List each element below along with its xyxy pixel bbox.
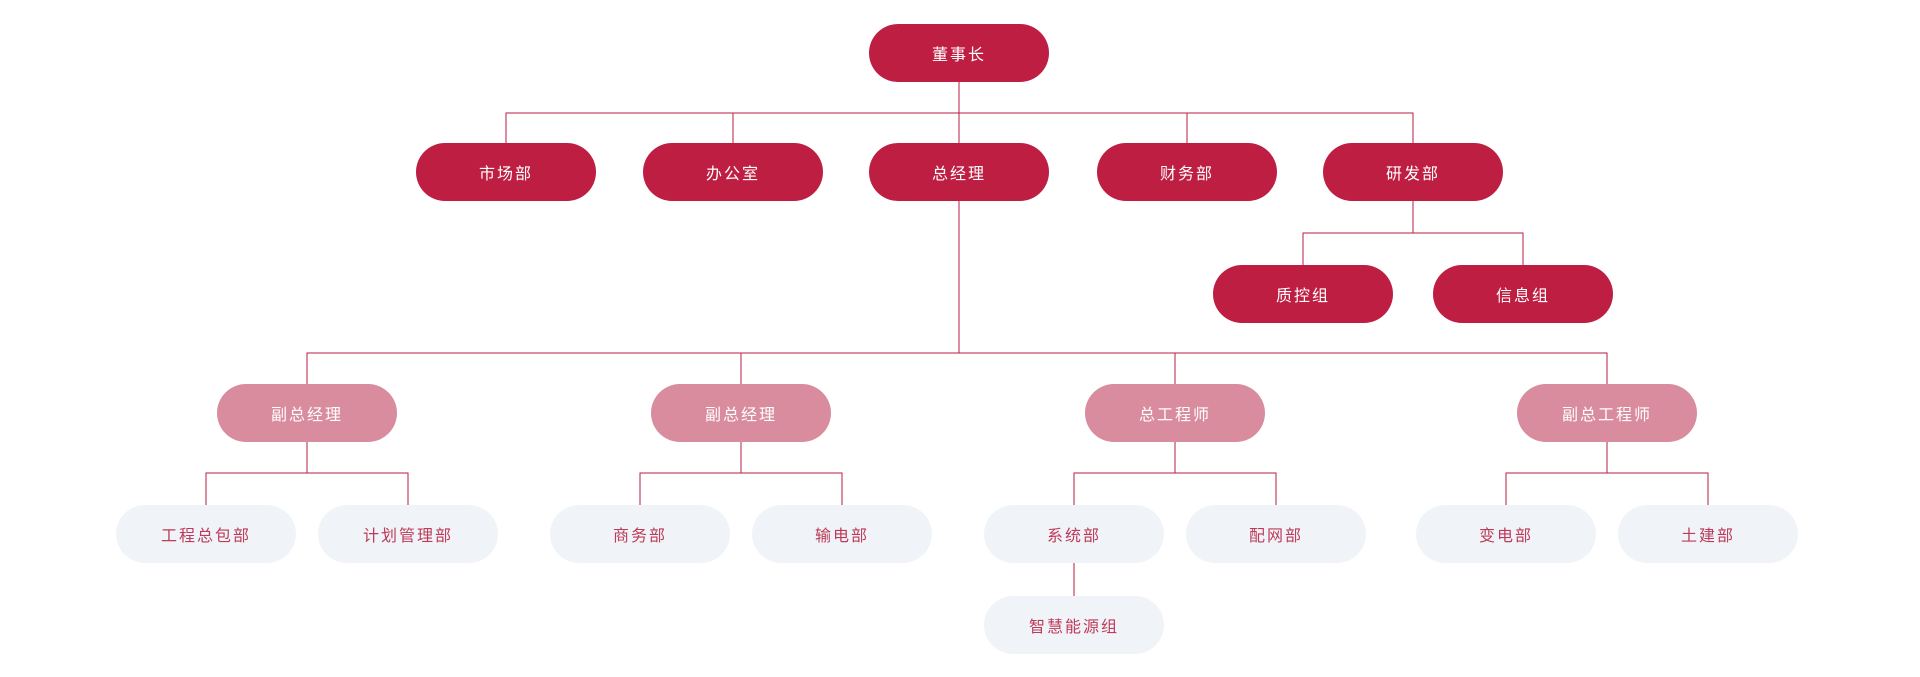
connector-fuzongjingli2-to-shangwubu xyxy=(639,442,742,505)
org-node-tujianbu[interactable]: 土建部 xyxy=(1618,505,1798,563)
org-node-zhihuinengyuanzu[interactable]: 智慧能源组 xyxy=(984,596,1164,654)
org-node-shichangbu[interactable]: 市场部 xyxy=(416,143,596,201)
connector-fuzonggongchengshi-to-biandianbu xyxy=(1505,442,1608,505)
connector-zonggongchengshi-to-xitongbu xyxy=(1073,442,1176,505)
org-node-zhikongzu[interactable]: 质控组 xyxy=(1213,265,1393,323)
org-node-fuzonggongchengshi[interactable]: 副总工程师 xyxy=(1517,384,1697,442)
org-node-shudianbu[interactable]: 输电部 xyxy=(752,505,932,563)
org-node-xitongbu[interactable]: 系统部 xyxy=(984,505,1164,563)
org-node-gongchengzongbaobu[interactable]: 工程总包部 xyxy=(116,505,296,563)
connector-dongshizhang-to-bangongshi xyxy=(732,82,960,143)
org-node-label: 智慧能源组 xyxy=(1028,617,1119,636)
org-node-fuzongjingli2[interactable]: 副总经理 xyxy=(651,384,831,442)
org-node-label: 副总经理 xyxy=(704,405,777,424)
org-node-label: 配网部 xyxy=(1248,526,1303,545)
org-node-dongshizhang[interactable]: 董事长 xyxy=(869,24,1049,82)
org-node-label: 系统部 xyxy=(1046,526,1101,545)
org-node-label: 副总经理 xyxy=(270,405,343,424)
org-node-shangwubu[interactable]: 商务部 xyxy=(550,505,730,563)
org-node-label: 办公室 xyxy=(705,164,760,183)
org-node-biandianbu[interactable]: 变电部 xyxy=(1416,505,1596,563)
connector-fuzonggongchengshi-to-tujianbu xyxy=(1606,442,1709,505)
org-node-label: 变电部 xyxy=(1478,526,1533,545)
connector-fuzongjingli1-to-jihuaguanlibu xyxy=(306,442,409,505)
org-node-label: 财务部 xyxy=(1159,164,1214,183)
org-node-label: 输电部 xyxy=(814,526,869,545)
org-node-yanfabu[interactable]: 研发部 xyxy=(1323,143,1503,201)
connector-yanfabu-to-zhikongzu xyxy=(1302,201,1414,265)
org-node-xinxizu[interactable]: 信息组 xyxy=(1433,265,1613,323)
org-node-label: 总经理 xyxy=(931,164,986,183)
connector-yanfabu-to-xinxizu xyxy=(1412,201,1524,265)
org-node-label: 土建部 xyxy=(1680,526,1735,545)
connector-zongjingli-to-fuzongjingli2 xyxy=(740,201,960,384)
org-node-peiwangbu[interactable]: 配网部 xyxy=(1186,505,1366,563)
org-node-jihuaguanlibu[interactable]: 计划管理部 xyxy=(318,505,498,563)
connector-dongshizhang-to-caiwubu xyxy=(958,82,1188,143)
connector-dongshizhang-to-shichangbu xyxy=(505,82,960,143)
org-node-label: 总工程师 xyxy=(1138,405,1211,424)
org-node-label: 研发部 xyxy=(1385,164,1440,183)
org-node-label: 计划管理部 xyxy=(362,526,453,545)
connector-dongshizhang-to-yanfabu xyxy=(958,82,1414,143)
connector-zonggongchengshi-to-peiwangbu xyxy=(1174,442,1277,505)
org-node-zongjingli[interactable]: 总经理 xyxy=(869,143,1049,201)
org-node-label: 质控组 xyxy=(1275,286,1330,305)
connector-zongjingli-to-zonggongchengshi xyxy=(958,201,1176,384)
org-node-label: 市场部 xyxy=(478,164,533,183)
org-node-bangongshi[interactable]: 办公室 xyxy=(643,143,823,201)
connector-zongjingli-to-fuzongjingli1 xyxy=(306,201,960,384)
org-node-label: 信息组 xyxy=(1495,286,1550,305)
org-node-zonggongchengshi[interactable]: 总工程师 xyxy=(1085,384,1265,442)
org-node-label: 商务部 xyxy=(612,526,667,545)
org-node-label: 副总工程师 xyxy=(1561,405,1652,424)
connector-fuzongjingli1-to-gongchengzongbaobu xyxy=(205,442,308,505)
org-node-fuzongjingli1[interactable]: 副总经理 xyxy=(217,384,397,442)
org-node-label: 工程总包部 xyxy=(160,526,251,545)
org-node-label: 董事长 xyxy=(931,45,986,64)
org-node-caiwubu[interactable]: 财务部 xyxy=(1097,143,1277,201)
connector-fuzongjingli2-to-shudianbu xyxy=(740,442,843,505)
